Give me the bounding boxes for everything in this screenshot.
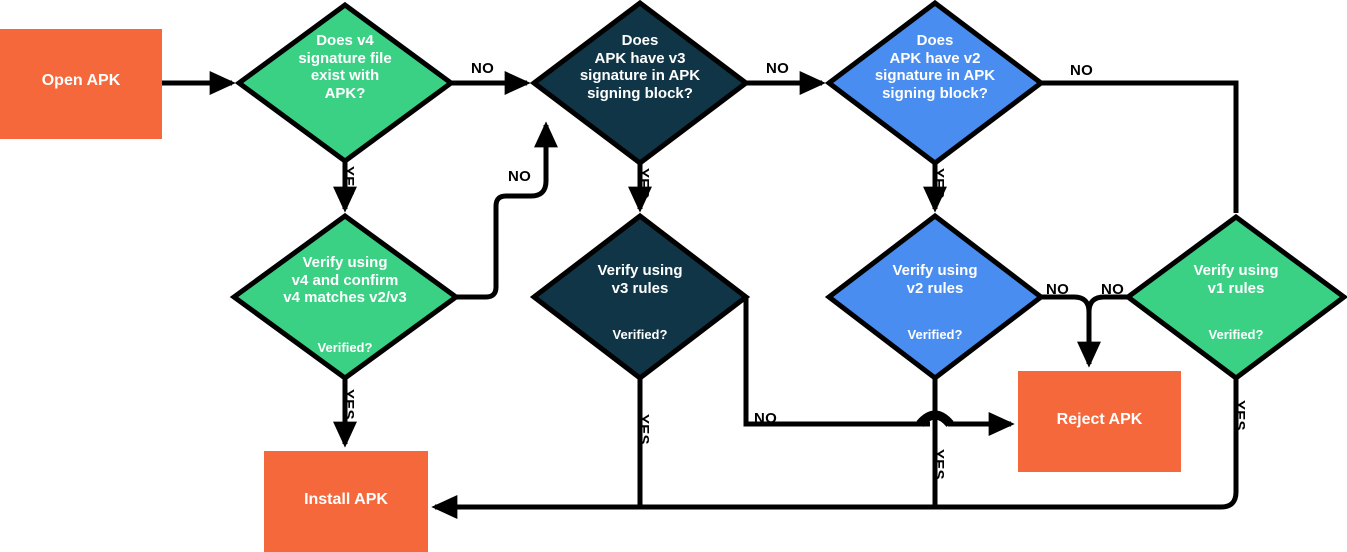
edge-verify-v3-no — [743, 297, 930, 427]
edge-crossing-hop — [916, 410, 954, 428]
edge-label-verify-v2-yes: YES — [930, 449, 947, 480]
edge-label-v2-exists-yes: YES — [930, 168, 947, 199]
node-v4-exists — [234, 1, 456, 165]
node-reject-apk — [1018, 371, 1181, 472]
edge-verify-v1-yes — [431, 378, 1239, 519]
edge-label-verify-v3-no: NO — [754, 410, 778, 427]
node-open-apk — [0, 29, 162, 139]
edge-label-verify-v1-no: NO — [1101, 281, 1125, 298]
edge-v2-exists-no — [1041, 80, 1239, 213]
edge-label-verify-v3-yes: YES — [635, 414, 652, 445]
node-v3-exists — [529, 0, 751, 167]
edge-label-verify-v1-yes: YES — [1231, 400, 1248, 431]
edge-label-v4-exists-yes: YES — [340, 166, 357, 197]
edge-label-v3-exists-no: NO — [766, 60, 790, 77]
edge-label-verify-v2-no: NO — [1046, 281, 1070, 298]
edge-verify-v2-no — [1041, 294, 1101, 368]
node-verify-v2 — [824, 212, 1046, 382]
edge-label-v2-exists-no: NO — [1070, 62, 1094, 79]
node-install-apk — [264, 451, 428, 552]
edge-label-v4-exists-no: NO — [471, 60, 495, 77]
node-verify-v4 — [229, 212, 461, 382]
edge-verify-v4-no — [456, 121, 558, 300]
edge-label-verify-v4-yes: YES — [340, 389, 357, 420]
node-v2-exists — [824, 0, 1046, 167]
edge-label-v3-exists-yes: YES — [635, 168, 652, 199]
edge-label-verify-v4-no: NO — [508, 168, 532, 185]
edge-verify-v1-no — [1086, 294, 1128, 330]
node-verify-v1 — [1123, 213, 1347, 382]
node-verify-v3 — [529, 212, 751, 382]
